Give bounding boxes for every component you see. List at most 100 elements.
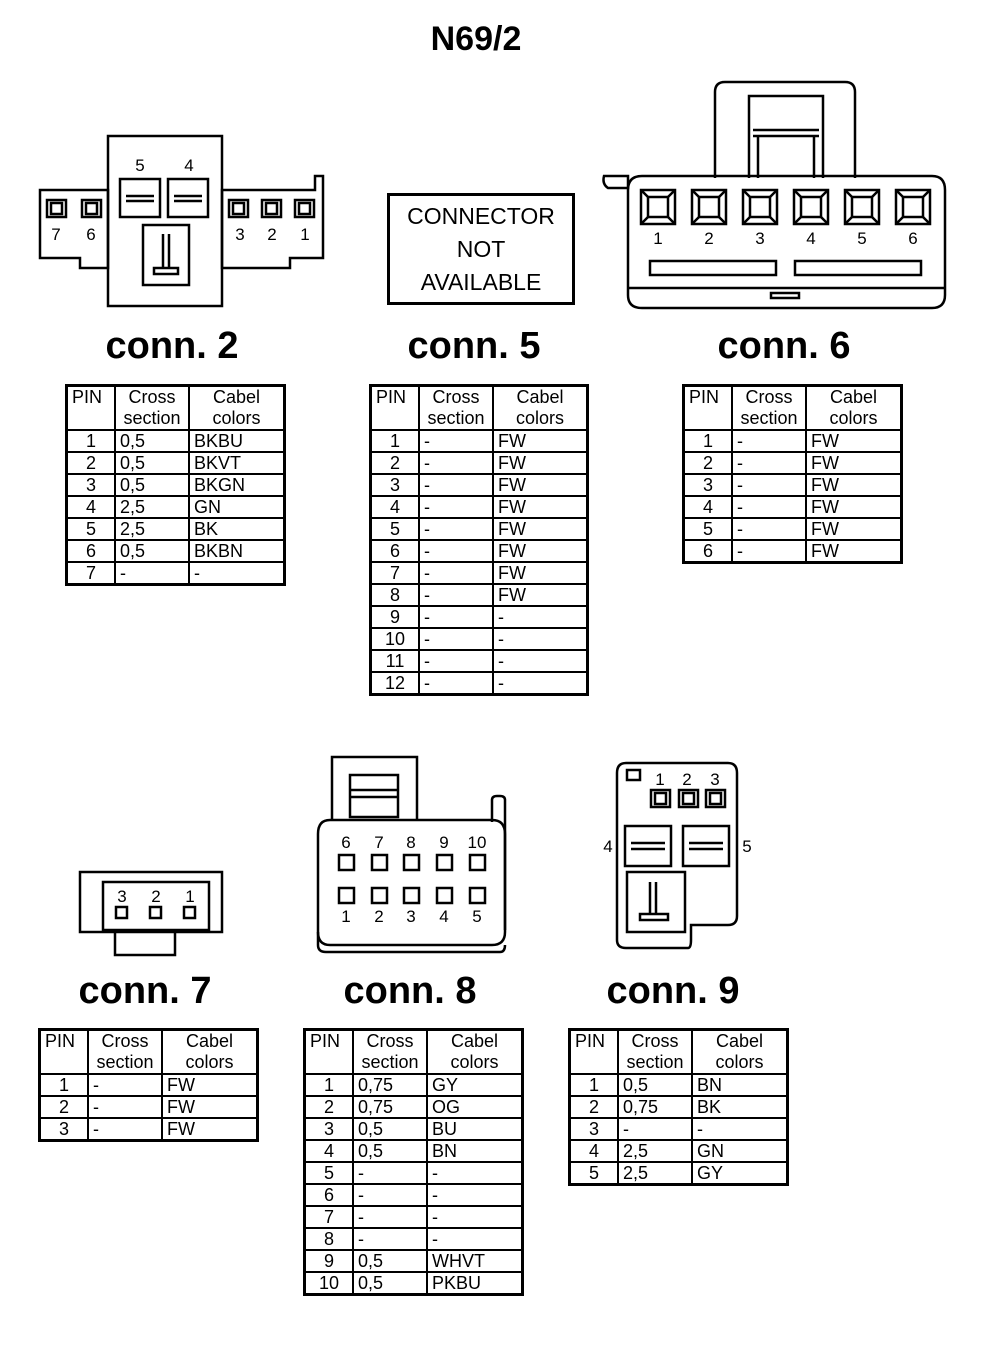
connector-7-diagram: 3 2 1 <box>78 870 224 957</box>
table-row: 7-- <box>65 561 286 586</box>
conn9-pin-5 <box>681 824 731 868</box>
pin-header: PIN <box>303 1028 354 1075</box>
pin-number-cell: 2 <box>303 1095 354 1119</box>
cross-section-cell: 0,75 <box>617 1095 693 1119</box>
cable-color-cell: FW <box>492 561 589 585</box>
table-row: 5-FW <box>369 517 589 541</box>
pin-number-cell: 8 <box>369 583 420 607</box>
cross-section-cell: - <box>731 429 807 453</box>
cross-section-cell: 0,5 <box>114 473 190 497</box>
table-row: 6-FW <box>369 539 589 563</box>
conn6-pin-label: 2 <box>704 229 713 248</box>
table-row: 8-FW <box>369 583 589 607</box>
cross-section-cell: 2,5 <box>617 1161 693 1186</box>
conn7-pin <box>182 905 197 920</box>
conn7-body <box>78 870 224 934</box>
pin-number-cell: 2 <box>65 451 116 475</box>
connector-8-diagram: 6 7 8 9 10 1 2 3 4 5 <box>316 755 507 954</box>
cross-section-cell: - <box>731 517 807 541</box>
pin-number-cell: 4 <box>568 1139 619 1163</box>
table-row: 1-FW <box>38 1073 259 1097</box>
conn9-body <box>615 761 739 950</box>
pin-number-cell: 12 <box>369 671 420 696</box>
cross-section-cell: 2,5 <box>114 517 190 541</box>
cross-section-cell: - <box>731 473 807 497</box>
conn8-pin-label: 10 <box>468 833 487 852</box>
cable-color-cell: FW <box>492 583 589 607</box>
conn8-pin-label: 9 <box>439 833 448 852</box>
cable-color-cell: - <box>426 1161 524 1185</box>
cable-color-cell: OG <box>426 1095 524 1119</box>
conn8-pin-label: 7 <box>374 833 383 852</box>
pin-number-cell: 5 <box>568 1161 619 1186</box>
pin-number-cell: 6 <box>303 1183 354 1207</box>
cross-section-cell: - <box>352 1205 428 1229</box>
cross-section-cell: - <box>114 561 190 586</box>
pin-header: PIN <box>568 1028 619 1075</box>
cable-color-cell: - <box>492 671 589 696</box>
connector-5-label: conn. 5 <box>407 325 541 367</box>
conn9-pin-3 <box>704 788 727 809</box>
cable-color-cell: FW <box>492 451 589 475</box>
conn8-latch <box>330 755 419 820</box>
table-row: 10-- <box>369 627 589 651</box>
cross-section-cell: - <box>418 517 494 541</box>
conn8-pins <box>337 853 487 905</box>
pin-number-cell: 4 <box>682 495 733 519</box>
pin-number-cell: 10 <box>369 627 420 651</box>
pin-number-cell: 1 <box>38 1073 89 1097</box>
conn9-pin-4 <box>623 824 673 868</box>
pin-number-cell: 4 <box>369 495 420 519</box>
pin-number-cell: 5 <box>369 517 420 541</box>
cross-section-cell: 0,5 <box>617 1073 693 1097</box>
conn9-pin-2 <box>677 788 700 809</box>
conn9-pin-label: 1 <box>655 770 664 789</box>
pin-number-cell: 2 <box>568 1095 619 1119</box>
cable-color-cell: BKBN <box>188 539 286 563</box>
cable-color-cell: GY <box>426 1073 524 1097</box>
table-row: 7-- <box>303 1205 524 1229</box>
cross-section-cell: - <box>352 1227 428 1251</box>
conn2-pin-5 <box>118 177 162 219</box>
conn2-pin-label: 4 <box>184 156 193 175</box>
pin-number-cell: 11 <box>369 649 420 673</box>
table-row: 3-FW <box>38 1117 259 1142</box>
pin-header: PIN <box>369 384 420 431</box>
pin-number-cell: 2 <box>38 1095 89 1119</box>
cross-section-cell: - <box>418 671 494 696</box>
pin-number-cell: 4 <box>65 495 116 519</box>
cable-color-cell: PKBU <box>426 1271 524 1296</box>
table-row: 1-FW <box>682 429 903 453</box>
pin-header: PIN <box>65 384 116 431</box>
table-row: 2-FW <box>369 451 589 475</box>
connector-2-label: conn. 2 <box>105 325 239 367</box>
conn9-pin-label: 5 <box>742 837 751 856</box>
cross-section-cell: - <box>418 649 494 673</box>
cross-section-cell: 0,5 <box>352 1249 428 1273</box>
cable-color-cell: GN <box>188 495 286 519</box>
cable-color-cell: FW <box>492 429 589 453</box>
cable-color-cell: - <box>426 1227 524 1251</box>
cable-color-cell: - <box>426 1205 524 1229</box>
cross-section-cell: 0,5 <box>114 451 190 475</box>
cross-section-cell: 0,5 <box>352 1271 428 1296</box>
connector-7-label: conn. 7 <box>78 970 212 1012</box>
cable-color-cell: FW <box>161 1095 259 1119</box>
cable-color-cell: - <box>188 561 286 586</box>
cable-color-cell: FW <box>805 429 903 453</box>
